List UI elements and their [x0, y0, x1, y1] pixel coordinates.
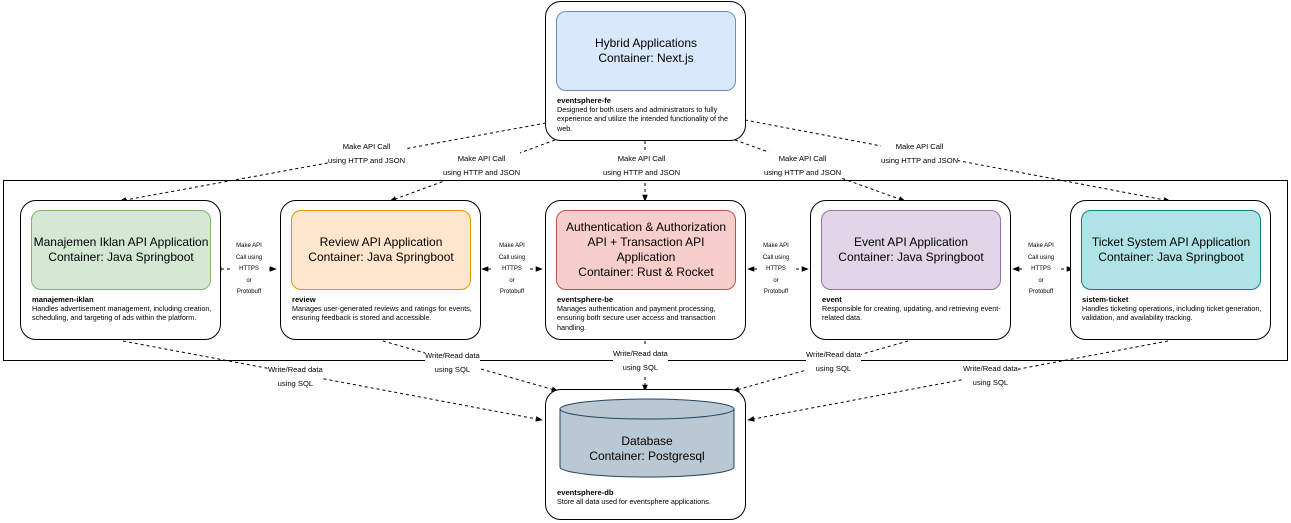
database-container-label: Container: Postgresql	[589, 449, 705, 463]
frontend-description-block: eventsphere-fe Designed for both users a…	[557, 96, 739, 133]
service-card-event[interactable]: Event API Application Container: Java Sp…	[810, 200, 1011, 340]
arrow-iklan-to-db	[122, 340, 543, 422]
service-description-block: review Manages user-generated reviews an…	[292, 295, 474, 323]
service-container-box: Manajemen Iklan API Application Containe…	[31, 210, 211, 290]
arrow-fe-to-review	[389, 139, 556, 202]
service-container-label: Container: Java Springboot	[308, 250, 454, 264]
service-name: eventsphere-be	[557, 295, 614, 304]
database-card[interactable]: Database Container: Postgresql eventsphe…	[545, 389, 746, 520]
database-title: Database	[621, 434, 673, 448]
frontend-description: Designed for both users and administrato…	[557, 105, 729, 133]
frontend-title: Hybrid Applications	[594, 36, 698, 50]
service-title: Event API Application	[853, 235, 969, 249]
service-card-manajemen-iklan[interactable]: Manajemen Iklan API Application Containe…	[20, 200, 221, 340]
service-description-block: event Responsible for creating, updating…	[822, 295, 1004, 323]
service-container-box: Event API Application Container: Java Sp…	[821, 210, 1001, 290]
service-description: Handles ticketing operations, including …	[1082, 304, 1262, 323]
service-container-box: Authentication & Authorization API + Tra…	[556, 210, 736, 290]
service-name: manajemen-iklan	[32, 295, 94, 304]
service-description-block: sistem-ticket Handles ticketing operatio…	[1082, 295, 1264, 323]
arrow-ticket-to-db	[747, 340, 1169, 422]
service-description-block: manajemen-iklan Handles advertisement ma…	[32, 295, 214, 323]
frontend-container-label: Container: Next.js	[598, 51, 694, 65]
service-title-line2: API + Transaction API	[587, 235, 705, 249]
service-title: Manajemen Iklan API Application	[33, 235, 209, 249]
service-container-label: Container: Rust & Rocket	[578, 265, 714, 279]
service-card-sistem-ticket[interactable]: Ticket System API Application Container:…	[1070, 200, 1271, 340]
database-description: Store all data used for eventsphere appl…	[557, 497, 711, 507]
service-container-label: Container: Java Springboot	[1098, 250, 1244, 264]
service-container-label: Container: Java Springboot	[48, 250, 194, 264]
frontend-card[interactable]: Hybrid Applications Container: Next.js e…	[545, 1, 746, 141]
service-title: Ticket System API Application	[1091, 235, 1251, 249]
service-container-box: Review API Application Container: Java S…	[291, 210, 471, 290]
service-description: Manages authentication and payment proce…	[557, 304, 716, 332]
service-title-line3: Application	[616, 250, 676, 264]
service-card-eventsphere-be[interactable]: Authentication & Authorization API + Tra…	[545, 200, 746, 340]
frontend-name: eventsphere-fe	[557, 96, 612, 105]
service-name: event	[822, 295, 842, 304]
service-title-line1: Authentication & Authorization	[565, 220, 727, 234]
service-description-block: eventsphere-be Manages authentication an…	[557, 295, 739, 332]
database-name: eventsphere-db	[557, 488, 614, 497]
frontend-container-box: Hybrid Applications Container: Next.js	[556, 11, 736, 91]
service-title: Review API Application	[319, 235, 443, 249]
service-description: Manages user-generated reviews and ratin…	[292, 304, 472, 323]
service-container-label: Container: Java Springboot	[838, 250, 984, 264]
service-name: sistem-ticket	[1082, 295, 1129, 304]
service-description: Responsible for creating, updating, and …	[822, 304, 1001, 323]
service-name: review	[292, 295, 316, 304]
database-label-box: Database Container: Postgresql	[556, 422, 738, 476]
service-card-review[interactable]: Review API Application Container: Java S…	[280, 200, 481, 340]
service-description: Handles advertisement management, includ…	[32, 304, 212, 323]
database-cylinder-icon	[559, 398, 735, 478]
service-container-box: Ticket System API Application Container:…	[1081, 210, 1261, 290]
database-description-block: eventsphere-db Store all data used for e…	[557, 488, 739, 506]
